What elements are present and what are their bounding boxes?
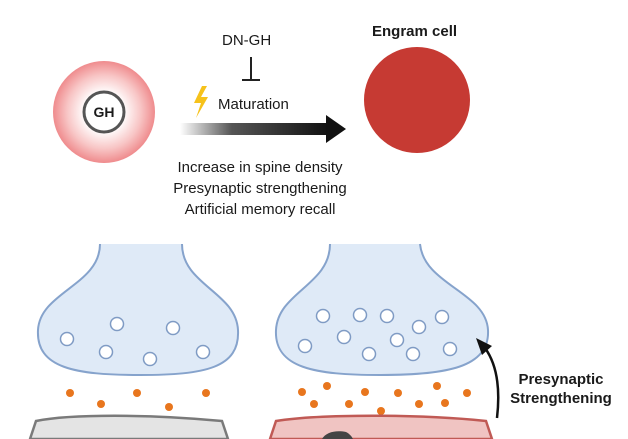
gh-label: GH — [93, 104, 115, 120]
gh-nucleus — [82, 90, 126, 134]
effect-item: Increase in spine density — [177, 159, 343, 176]
label-line-1: Presynaptic — [518, 371, 604, 388]
engram-cell — [364, 47, 470, 153]
vesicles-right — [297, 307, 458, 362]
maturation-arrow — [180, 115, 346, 143]
strengthening-arrow-head — [476, 338, 492, 355]
effect-item: Artificial memory recall — [184, 201, 336, 218]
presynaptic-terminal-right — [274, 243, 490, 377]
engram-cell-label: Engram cell — [372, 23, 458, 40]
postsynaptic-left — [28, 414, 230, 439]
inhibition-t-icon — [242, 57, 260, 81]
strengthening-arrow — [483, 347, 500, 419]
presynaptic-strengthening-label: Presynaptic Strengthening — [496, 370, 626, 408]
neurotransmitters-left — [66, 389, 210, 411]
effects-list: Increase in spine density Presynaptic st… — [150, 157, 370, 220]
label-line-2: Strengthening — [510, 390, 612, 407]
postsynaptic-right — [268, 414, 494, 439]
effect-item: Presynaptic strengthening — [173, 180, 347, 197]
inhibitor-label: DN-GH — [222, 32, 272, 49]
postsynaptic-right-nucleus — [322, 431, 353, 439]
lightning-icon — [194, 86, 208, 118]
vesicles-left — [59, 316, 211, 367]
presynaptic-terminal-left — [36, 243, 240, 377]
neurotransmitters-right — [298, 382, 471, 415]
maturation-label: Maturation — [218, 96, 289, 113]
